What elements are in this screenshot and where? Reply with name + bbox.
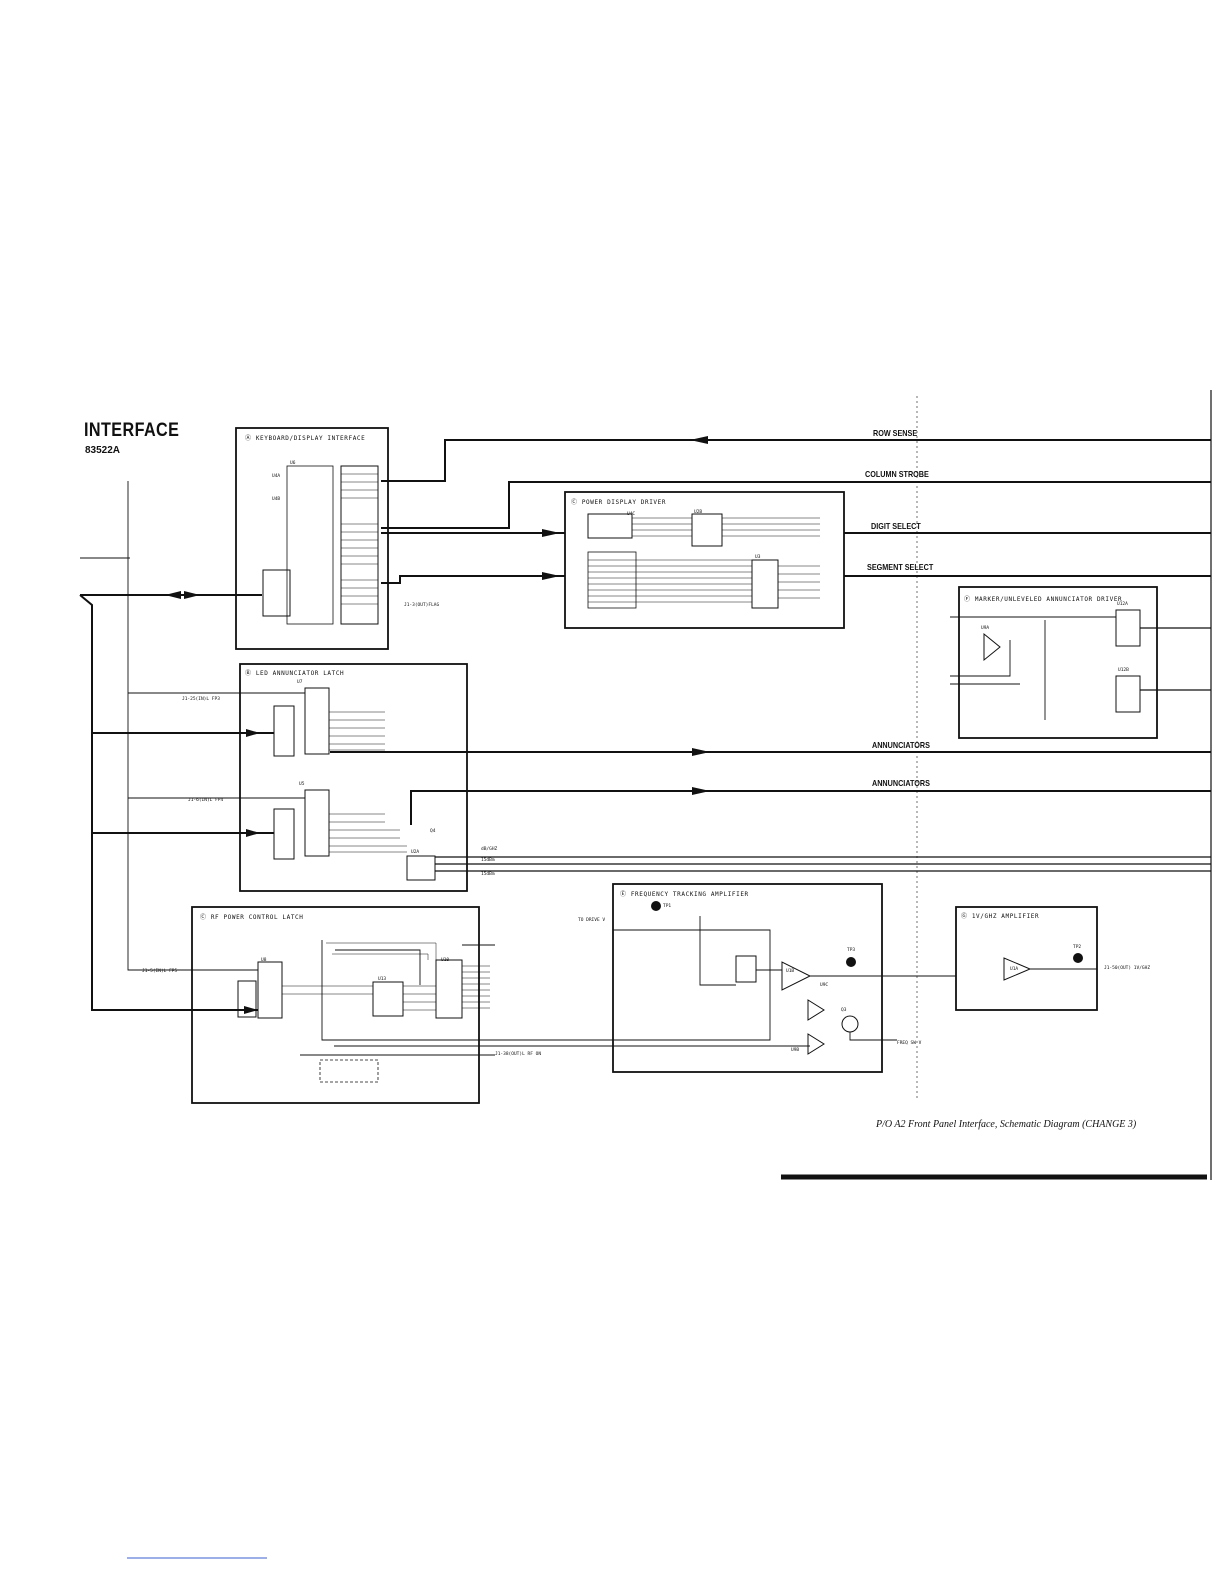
- part-u9a: U9A: [981, 626, 990, 631]
- block-e-box: [612, 883, 883, 1073]
- column-strobe-label: COLUMN STROBE: [865, 469, 929, 479]
- segment-select-label: SEGMENT SELECT: [867, 562, 934, 572]
- part-u5: U5: [299, 782, 305, 787]
- block-f-box: [958, 586, 1158, 739]
- model-number: 83522A: [85, 445, 121, 456]
- part-u2a: U2A: [411, 850, 420, 855]
- part-u4b: U4B: [272, 497, 281, 502]
- block-g-box: [955, 906, 1098, 1011]
- block-a-box: [235, 427, 389, 650]
- row-sense-label: ROW SENSE: [873, 428, 918, 438]
- part-u2b: U2B: [694, 510, 703, 515]
- part-u1b: U1B: [786, 969, 795, 974]
- label-15dbm-a: 15dBm: [481, 858, 495, 863]
- part-u6: U6: [290, 461, 296, 466]
- block-e-title: Ⓔ FREQUENCY TRACKING AMPLIFIER: [620, 891, 749, 898]
- part-tp3: TP3: [847, 948, 856, 953]
- label-j1-fp4: J1-6(IN)L FP4: [188, 798, 224, 803]
- annunciators-label-1: ANNUNCIATORS: [872, 740, 930, 750]
- label-freq-sw-v: FREQ SW V: [897, 1041, 922, 1046]
- part-u3: U3: [755, 555, 761, 560]
- part-u12a: U12A: [1117, 602, 1128, 607]
- block-a-title: Ⓐ KEYBOARD/DISPLAY INTERFACE: [245, 435, 366, 442]
- part-u12b: U12B: [1118, 668, 1129, 673]
- label-j1-fp3: J1-25(IN)L FP3: [182, 697, 220, 702]
- label-15dbm-b: 15dBm: [481, 872, 495, 877]
- figure-caption: P/O A2 Front Panel Interface, Schematic …: [876, 1119, 1137, 1130]
- part-u7: U7: [297, 680, 303, 685]
- block-b-title: Ⓑ LED ANNUNCIATOR LATCH: [245, 670, 345, 677]
- label-j1-out-flag: J1-3(OUT)FLAG: [404, 603, 440, 608]
- part-u4a: U4A: [272, 474, 281, 479]
- label-to-drive-v: TO DRIVE V: [578, 918, 606, 923]
- label-j1-fp5: J1-5(IN)L FP5: [142, 969, 178, 974]
- part-q3: Q3: [841, 1008, 847, 1013]
- block-c-power-box: [564, 491, 845, 629]
- block-b-box: [239, 663, 468, 892]
- page-title: INTERFACE: [84, 420, 180, 441]
- label-j1-rf-on: J1-38(OUT)L RF ON: [495, 1052, 542, 1057]
- block-g-title: Ⓖ 1V/GHZ AMPLIFIER: [961, 913, 1040, 920]
- part-u8: U8: [261, 958, 267, 963]
- label-j1-1v-ghz: J1-50(OUT) 1V/GHZ: [1104, 966, 1151, 971]
- block-f-title: Ⓕ MARKER/UNLEVELED ANNUNCIATOR DRIVER: [964, 596, 1123, 603]
- annunciators-label-2: ANNUNCIATORS: [872, 778, 930, 788]
- part-u1a: U1A: [1010, 967, 1019, 972]
- label-db-ghz: dB/GHZ: [481, 847, 498, 852]
- part-tp2: TP2: [1073, 945, 1082, 950]
- block-c-rf-title: Ⓒ RF POWER CONTROL LATCH: [200, 914, 304, 921]
- part-u9b: U9B: [791, 1048, 800, 1053]
- digit-select-label: DIGIT SELECT: [871, 521, 921, 531]
- part-q4: Q4: [430, 829, 436, 834]
- part-tp1: TP1: [663, 904, 672, 909]
- part-u9c: U9C: [820, 983, 829, 988]
- block-c-power-title: Ⓒ POWER DISPLAY DRIVER: [571, 499, 667, 506]
- block-c-rf-box: [191, 906, 480, 1104]
- part-u13: U13: [378, 977, 387, 982]
